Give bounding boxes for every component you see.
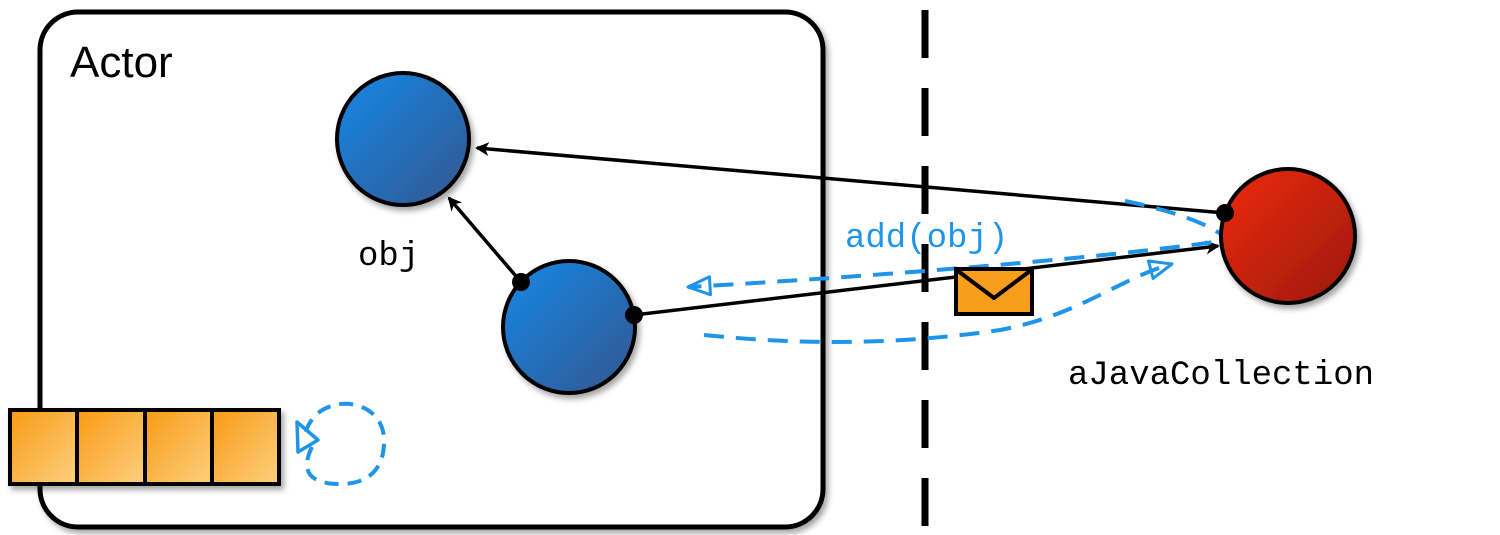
reference-dot: [625, 306, 643, 324]
holder-object-node: [501, 259, 637, 395]
actor-label: Actor: [70, 38, 173, 87]
object-to-collection-reference: [633, 240, 1220, 317]
message-label: add(obj): [845, 220, 1008, 258]
obj-node: [335, 71, 471, 207]
reference-dot: [1216, 204, 1234, 222]
collection-label: aJavaCollection: [1068, 357, 1374, 395]
object-to-obj-reference: [447, 196, 523, 284]
collection-to-obj-reference: [475, 142, 1226, 215]
message-return-arrow: [686, 199, 1233, 297]
mailbox-queue: [8, 408, 281, 486]
actor-boundary: [37, 9, 826, 530]
envelope-icon: [954, 267, 1034, 316]
collection-node: [1219, 167, 1357, 305]
message-send-arrow: [703, 259, 1174, 344]
loop-arrow: [301, 401, 387, 487]
reference-dot: [512, 273, 530, 291]
loop-arrow-head: [295, 420, 320, 454]
obj-label: obj: [358, 238, 419, 276]
